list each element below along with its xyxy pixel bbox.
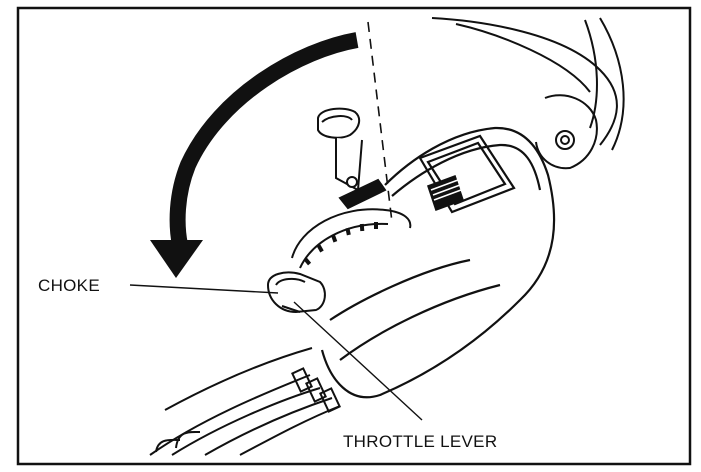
tiller-handle-outline (432, 18, 624, 168)
throttle-grip-icon (318, 109, 385, 208)
choke-leader-line (130, 285, 278, 293)
throttle-lever-label: THROTTLE LEVER (343, 432, 497, 451)
throttle-lever-leader-line (294, 302, 422, 420)
control-cables (150, 348, 340, 455)
curved-arrow-icon (150, 40, 357, 278)
choke-label: CHOKE (38, 276, 100, 295)
throttle-scale (292, 209, 410, 268)
